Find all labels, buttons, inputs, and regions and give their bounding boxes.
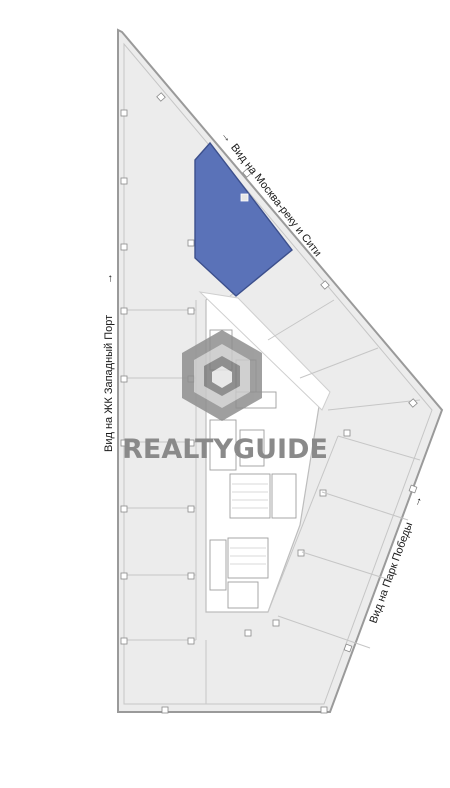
column-marks	[161, 239, 351, 714]
arrow-up-icon: →	[218, 129, 234, 145]
diagonal-window-marks	[156, 92, 418, 653]
realtyguide-logo-icon	[182, 330, 262, 421]
arrow-down-icon: →	[410, 494, 425, 508]
floor-inner-wall	[123, 42, 433, 705]
core-rooms	[209, 329, 297, 609]
highlighted-unit[interactable]	[194, 141, 293, 297]
west-window-marks	[120, 109, 128, 645]
watermark-text: REALTYGUIDE	[122, 434, 328, 465]
arrow-up-icon: →	[103, 273, 115, 284]
corridor-diagonal	[198, 291, 331, 411]
view-label-west-group: Вид на ЖК Западный Порт →	[103, 273, 115, 452]
highlighted-unit-marker	[240, 193, 249, 202]
view-label-west: Вид на ЖК Западный Порт	[103, 315, 115, 452]
stair-treads	[230, 483, 268, 565]
south-east-units	[267, 435, 421, 649]
